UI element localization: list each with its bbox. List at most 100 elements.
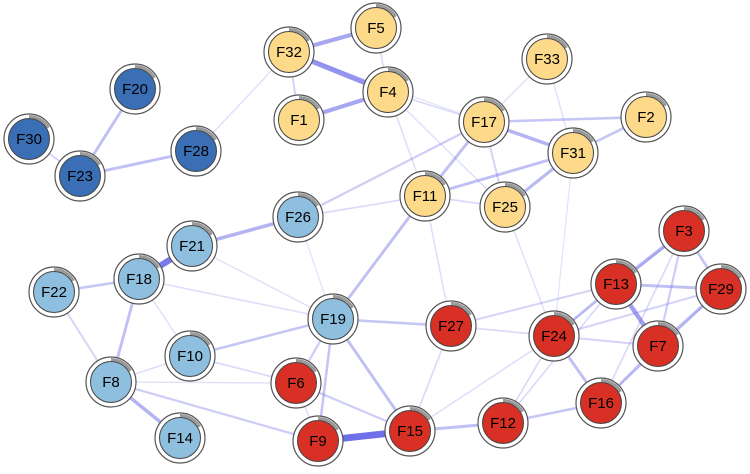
node-label: F13 xyxy=(603,276,629,293)
node-fill xyxy=(171,225,213,267)
node-f10[interactable]: F10 xyxy=(164,330,216,382)
node-arc xyxy=(483,98,505,112)
node-f9[interactable]: F9 xyxy=(292,415,344,467)
node-fill xyxy=(278,99,320,141)
node-f14[interactable]: F14 xyxy=(154,412,206,464)
node-f21[interactable]: F21 xyxy=(166,220,218,272)
node-f20[interactable]: F20 xyxy=(109,63,161,115)
node-fill xyxy=(90,361,132,403)
node-f3[interactable]: F3 xyxy=(658,205,710,257)
node-arc xyxy=(615,260,637,274)
node-fill xyxy=(484,186,526,228)
node-arc xyxy=(53,268,75,282)
node-f7[interactable]: F7 xyxy=(632,320,684,372)
node-fill xyxy=(312,298,354,340)
node-f15[interactable]: F15 xyxy=(384,405,436,457)
node-fill xyxy=(526,38,568,80)
node-arc xyxy=(424,172,446,186)
node-f19[interactable]: F19 xyxy=(307,293,359,345)
node-arc xyxy=(79,152,101,166)
edge-F17-F2 xyxy=(482,115,648,124)
node-arc xyxy=(683,207,705,221)
node-f11[interactable]: F11 xyxy=(399,170,451,222)
node-arc xyxy=(179,414,201,428)
node-f23[interactable]: F23 xyxy=(54,150,106,202)
node-f28[interactable]: F28 xyxy=(170,125,222,177)
edge-F21-F19 xyxy=(191,245,334,320)
node-fill xyxy=(463,101,505,143)
node-fill xyxy=(663,210,705,252)
node-f31[interactable]: F31 xyxy=(547,127,599,179)
node-arc xyxy=(191,222,213,236)
node-fill xyxy=(430,305,472,347)
node-fill xyxy=(175,130,217,172)
node-fill xyxy=(700,268,742,310)
node-arc xyxy=(450,302,472,316)
node-label: F27 xyxy=(438,318,464,335)
node-f26[interactable]: F26 xyxy=(272,191,324,243)
edge-F8-F6 xyxy=(110,381,297,384)
node-f4[interactable]: F4 xyxy=(362,66,414,118)
node-label: F25 xyxy=(492,199,518,216)
node-f17[interactable]: F17 xyxy=(458,96,510,148)
node-label: F23 xyxy=(67,168,93,185)
node-arc xyxy=(600,379,622,393)
edge-F27-F13 xyxy=(450,283,617,327)
node-label: F18 xyxy=(126,271,152,288)
edge-F3-F16 xyxy=(600,230,685,404)
node-arc xyxy=(375,4,397,18)
node-f16[interactable]: F16 xyxy=(575,377,627,429)
node-fill xyxy=(33,271,75,313)
node-f32[interactable]: F32 xyxy=(263,26,315,78)
node-f27[interactable]: F27 xyxy=(425,300,477,352)
node-label: F7 xyxy=(649,338,667,355)
node-f13[interactable]: F13 xyxy=(590,258,642,310)
node-label: F31 xyxy=(560,145,586,162)
edge-F15-F24 xyxy=(409,335,555,432)
node-arc xyxy=(295,359,317,373)
node-arc xyxy=(288,28,310,42)
node-arc xyxy=(645,93,667,107)
node-fill xyxy=(277,196,319,238)
node-label: F9 xyxy=(309,433,327,450)
node-f33[interactable]: F33 xyxy=(521,33,573,85)
node-fill xyxy=(275,362,317,404)
node-fill xyxy=(367,71,409,113)
node-label: F14 xyxy=(167,430,193,447)
node-f12[interactable]: F12 xyxy=(477,397,529,449)
node-fill xyxy=(552,132,594,174)
node-label: F6 xyxy=(287,375,305,392)
node-arc xyxy=(110,358,132,372)
node-f8[interactable]: F8 xyxy=(85,356,137,408)
node-f30[interactable]: F30 xyxy=(3,113,55,165)
node-label: F30 xyxy=(16,131,42,148)
node-f22[interactable]: F22 xyxy=(28,266,80,318)
node-fill xyxy=(114,68,156,110)
node-fill xyxy=(625,96,667,138)
node-fill xyxy=(533,315,575,357)
node-arc xyxy=(720,265,742,279)
node-label: F1 xyxy=(290,112,308,129)
node-f24[interactable]: F24 xyxy=(528,310,580,362)
node-arc xyxy=(134,65,156,79)
node-label: F21 xyxy=(179,238,205,255)
node-arc xyxy=(317,417,339,431)
node-label: F22 xyxy=(41,284,67,301)
node-arc xyxy=(387,68,409,82)
node-f5[interactable]: F5 xyxy=(350,2,402,54)
node-label: F2 xyxy=(637,109,655,126)
node-f6[interactable]: F6 xyxy=(270,357,322,409)
node-arc xyxy=(409,407,431,421)
node-f2[interactable]: F2 xyxy=(620,91,672,143)
node-fill xyxy=(389,410,431,452)
node-label: F17 xyxy=(471,114,497,131)
node-label: F15 xyxy=(397,423,423,440)
node-f25[interactable]: F25 xyxy=(479,181,531,233)
node-f29[interactable]: F29 xyxy=(695,263,747,315)
node-label: F29 xyxy=(708,281,734,298)
node-fill xyxy=(169,335,211,377)
node-f1[interactable]: F1 xyxy=(273,94,325,146)
node-f18[interactable]: F18 xyxy=(113,253,165,305)
node-label: F20 xyxy=(122,81,148,98)
